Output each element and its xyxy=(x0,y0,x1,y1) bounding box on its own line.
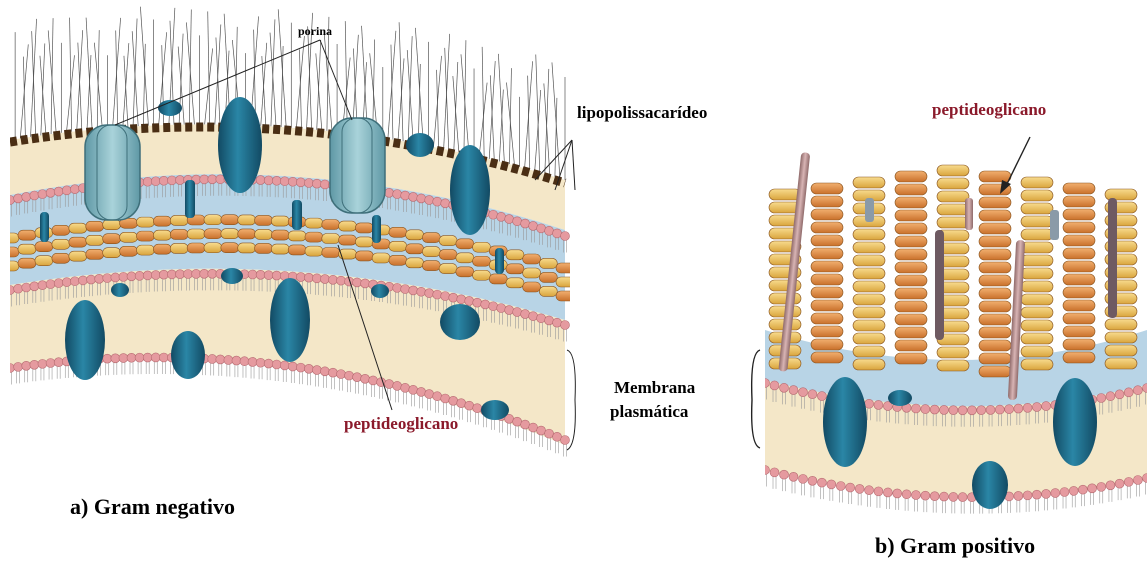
gram-negative-diagram xyxy=(1,7,574,457)
gram-positive-diagram xyxy=(761,152,1147,514)
caption-gram-positive: b) Gram positivo xyxy=(875,533,1035,559)
porin-protein-2 xyxy=(330,118,385,213)
porin-label: porina xyxy=(298,24,332,39)
peptidoglycan-label-neg: peptideoglicano xyxy=(344,414,458,434)
caption-gram-negative: a) Gram negativo xyxy=(70,494,235,520)
peptidoglycan-label-pos: peptideoglicano xyxy=(932,100,1046,120)
peptidoglycan-layer-pos xyxy=(769,165,1137,377)
porin-protein-1 xyxy=(85,125,140,220)
lps-label: lipopolissacarídeo xyxy=(577,103,707,123)
membrane-label-line2: plasmática xyxy=(610,402,688,422)
membrane-label-line1: Membrana xyxy=(614,378,695,398)
